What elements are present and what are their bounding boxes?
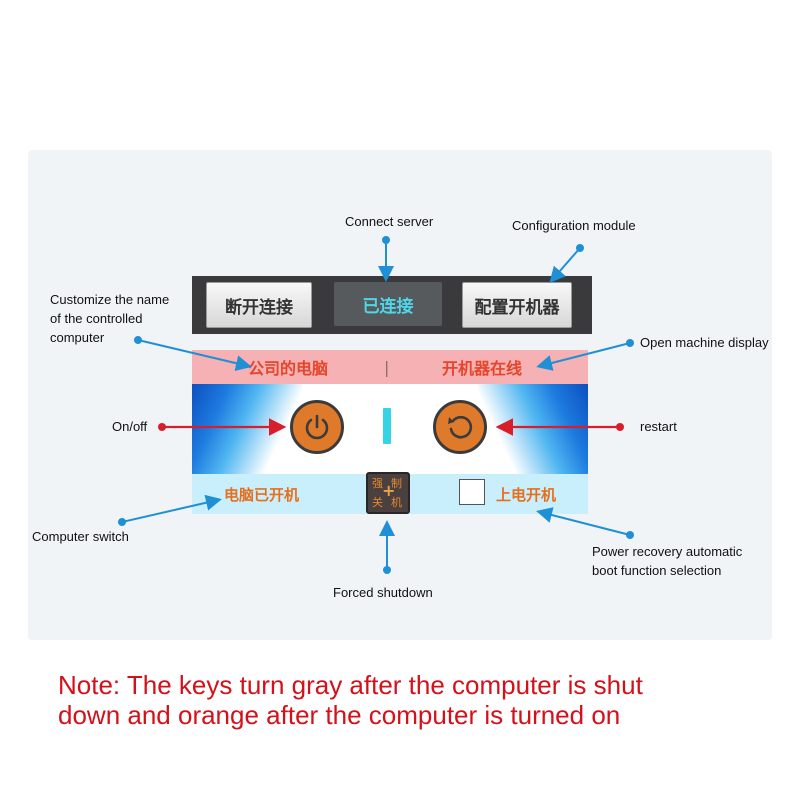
computer-switch-label[interactable]: 电脑已开机 bbox=[224, 486, 300, 504]
status-indicator-light bbox=[383, 408, 391, 444]
restart-icon bbox=[448, 415, 473, 439]
connected-status-button[interactable]: 已连接 bbox=[334, 282, 442, 326]
force-char-2: 制 bbox=[391, 477, 402, 490]
note-line-2: down and orange after the computer is tu… bbox=[58, 700, 621, 730]
callout-on-off: On/off bbox=[112, 419, 148, 434]
plus-icon: + bbox=[382, 481, 396, 500]
configure-module-button[interactable]: 配置开机器 bbox=[462, 282, 572, 328]
callout-restart: restart bbox=[640, 419, 677, 434]
callout-power-recovery-2: boot function selection bbox=[592, 563, 722, 578]
connection-toolbar: 断开连接 已连接 配置开机器 bbox=[192, 276, 592, 334]
arrow-computer-switch bbox=[121, 494, 222, 523]
note-line-1: Note: The keys turn gray after the compu… bbox=[58, 670, 643, 700]
power-recovery-checkbox[interactable] bbox=[459, 479, 485, 505]
forced-shutdown-button[interactable]: 强 制 关 机 + bbox=[366, 472, 410, 514]
callout-power-recovery-1: Power recovery automatic bbox=[592, 544, 743, 559]
callout-computer-switch: Computer switch bbox=[32, 529, 129, 544]
force-char-4: 机 bbox=[391, 496, 402, 509]
status-separator: | bbox=[384, 357, 390, 377]
power-icon bbox=[305, 414, 329, 440]
callout-connect-server: Connect server bbox=[345, 214, 434, 229]
disconnect-button[interactable]: 断开连接 bbox=[206, 282, 312, 328]
status-strip: 公司的电脑 | 开机器在线 bbox=[192, 350, 588, 384]
callout-customize-name-2: of the controlled bbox=[50, 311, 143, 326]
arrow-customize-name bbox=[137, 339, 252, 372]
arrow-open-machine-display bbox=[536, 342, 631, 371]
power-button[interactable] bbox=[290, 400, 344, 454]
callout-configuration-module: Configuration module bbox=[512, 218, 636, 233]
computer-name-label[interactable]: 公司的电脑 bbox=[248, 359, 329, 378]
callout-open-machine-display: Open machine display bbox=[640, 335, 769, 350]
force-char-3: 关 bbox=[372, 496, 383, 509]
device-online-status: 开机器在线 bbox=[442, 359, 523, 378]
callout-customize-name-3: computer bbox=[50, 330, 105, 345]
restart-button[interactable] bbox=[433, 400, 487, 454]
note-text: Note: The keys turn gray after the compu… bbox=[58, 670, 778, 730]
arrow-configuration-module bbox=[549, 247, 581, 284]
callout-customize-name-1: Customize the name bbox=[50, 292, 170, 307]
force-char-1: 强 bbox=[372, 477, 383, 490]
power-recovery-label: 上电开机 bbox=[496, 486, 557, 504]
callout-forced-shutdown: Forced shutdown bbox=[333, 585, 433, 600]
arrow-power-recovery bbox=[536, 507, 631, 536]
